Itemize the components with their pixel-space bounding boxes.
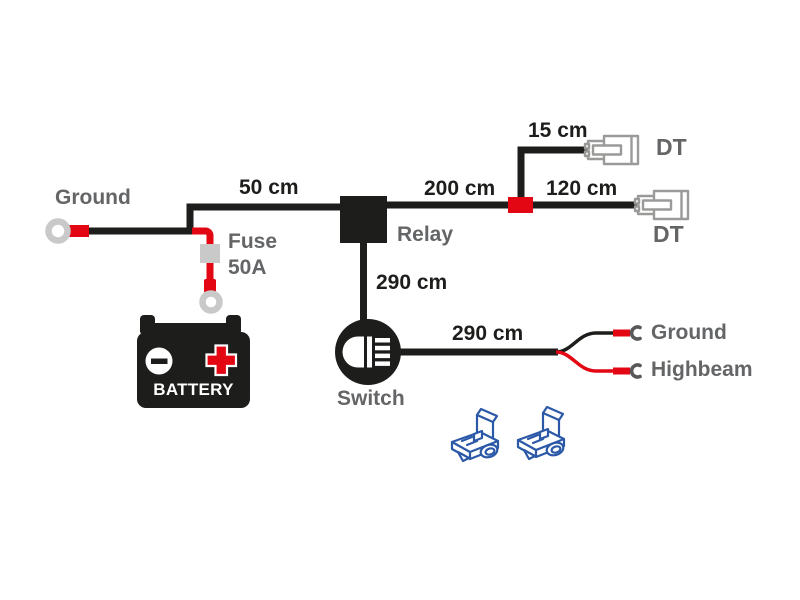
ground-left-label: Ground xyxy=(55,186,131,209)
wire-ground-to-relay xyxy=(84,203,342,235)
length-15cm-label: 15 cm xyxy=(528,119,588,142)
fuse-label: Fuse 50A xyxy=(228,229,277,281)
dt-top-label: DT xyxy=(656,134,687,160)
fuse-wire xyxy=(192,227,223,314)
battery-plus-icon xyxy=(205,344,238,377)
highbeam-lead-sleeve xyxy=(613,367,630,375)
ground-lead-terminal-icon xyxy=(629,325,642,341)
switch-icon xyxy=(335,319,401,385)
quick-splice-connector-right-icon xyxy=(516,405,567,461)
ground-ring-terminal-icon xyxy=(45,218,89,244)
lead-highbeam-label: Highbeam xyxy=(651,358,753,381)
length-120cm-label: 120 cm xyxy=(546,177,618,200)
dt-connector-right-icon xyxy=(632,189,690,221)
highbeam-lead-terminal-icon xyxy=(629,363,642,379)
length-200cm-label: 200 cm xyxy=(424,177,496,200)
quick-splice-connector-left-icon xyxy=(450,407,501,463)
relay-label: Relay xyxy=(397,223,454,246)
fuse-block-icon xyxy=(200,244,220,263)
battery-label: BATTERY xyxy=(153,380,234,399)
battery-icon xyxy=(137,315,250,408)
ground-lead-sleeve xyxy=(613,329,630,337)
fuse-label-line2: 50A xyxy=(228,256,267,279)
switch-label: Switch xyxy=(337,387,405,410)
fog-light-icon xyxy=(342,336,390,368)
lead-ground-label: Ground xyxy=(651,321,727,344)
wire-splitter-to-dt-top xyxy=(517,146,590,201)
wire-splitter-icon xyxy=(508,197,533,213)
relay-icon xyxy=(340,196,387,243)
length-290cm-vertical-label: 290 cm xyxy=(376,271,448,294)
length-50cm-label: 50 cm xyxy=(239,176,299,199)
dt-connector-top-icon xyxy=(582,134,640,166)
length-290cm-horizontal-label: 290 cm xyxy=(452,322,524,345)
dt-right-label: DT xyxy=(653,221,684,247)
fuse-ring-terminal-icon xyxy=(199,290,223,314)
lead-fork xyxy=(555,325,642,379)
fuse-label-line1: Fuse xyxy=(228,230,278,253)
